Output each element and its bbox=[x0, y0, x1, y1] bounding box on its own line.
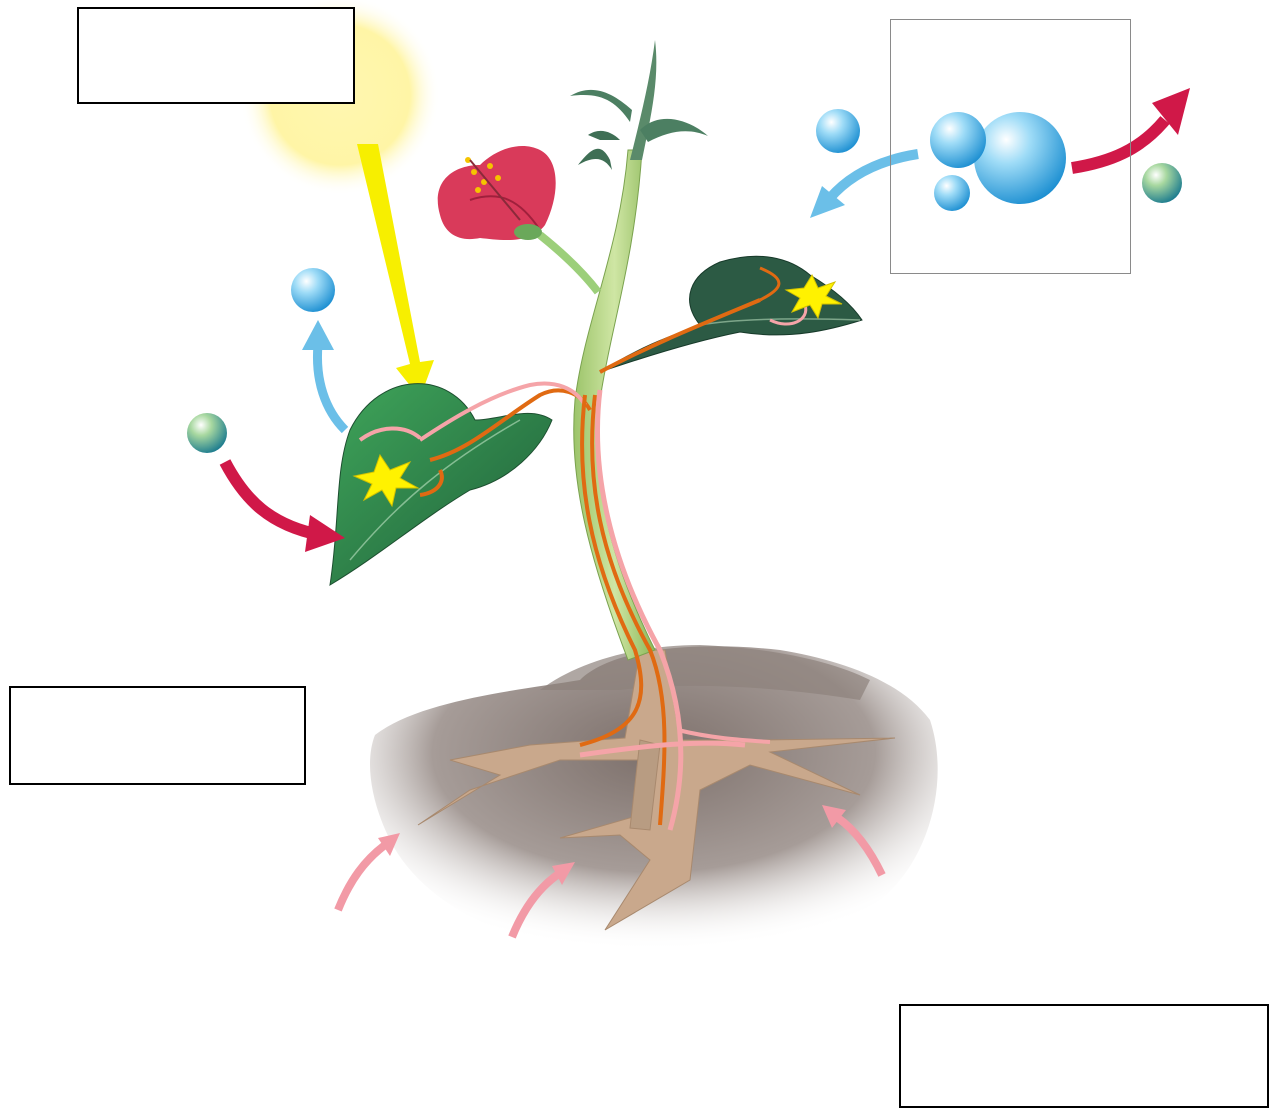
left-leaf bbox=[330, 384, 590, 585]
co2-intake bbox=[187, 413, 345, 552]
co2-molecule-icon bbox=[1142, 163, 1182, 203]
flower-icon bbox=[438, 146, 598, 292]
water-drop-icon bbox=[291, 268, 335, 312]
inset-frame bbox=[890, 19, 1131, 274]
sunlight-arrow bbox=[357, 144, 434, 398]
label-box-top-left[interactable] bbox=[77, 7, 355, 104]
oxygen-release bbox=[291, 268, 345, 430]
co2-molecule-icon bbox=[187, 413, 227, 453]
label-box-mid-left[interactable] bbox=[9, 686, 306, 785]
water-drop-icon bbox=[816, 109, 860, 153]
label-box-bottom-right[interactable] bbox=[899, 1004, 1269, 1108]
right-leaf bbox=[600, 256, 862, 372]
